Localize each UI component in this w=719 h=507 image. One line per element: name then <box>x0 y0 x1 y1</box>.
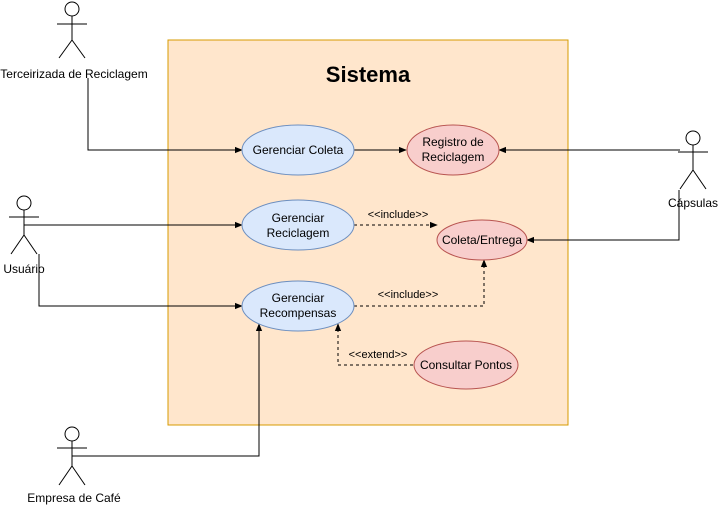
edge-extend-pontos-recompensas <box>334 323 413 366</box>
edge-usuario-gerenciar-recompensas <box>38 254 243 310</box>
edge-empresa-gerenciar-recompensas <box>72 323 263 457</box>
svg-text:Registro de: Registro de <box>422 135 484 149</box>
include-label-2: <<include>> <box>378 289 439 301</box>
svg-text:Reciclagem: Reciclagem <box>422 150 485 164</box>
actor-terceirizada[interactable] <box>57 1 87 59</box>
actor-capsulas[interactable] <box>678 130 708 190</box>
svg-text:Gerenciar: Gerenciar <box>272 211 325 225</box>
svg-text:Reciclagem: Reciclagem <box>267 226 330 240</box>
svg-text:Consultar Pontos: Consultar Pontos <box>420 358 512 372</box>
svg-text:Coleta/Entrega: Coleta/Entrega <box>442 233 522 247</box>
actor-empresa-cafe[interactable] <box>57 426 87 486</box>
usecase-registro-reciclagem[interactable]: Registro de Reciclagem <box>406 124 500 176</box>
actor-label-capsulas: Cápsulas <box>668 196 718 210</box>
edge-include-recompensas-coleta <box>354 259 488 307</box>
include-label-1: <<include>> <box>368 209 429 221</box>
usecase-gerenciar-recompensas[interactable]: Gerenciar Recompensas <box>241 280 355 332</box>
usecase-consultar-pontos[interactable]: Consultar Pontos <box>413 340 519 390</box>
usecase-coleta-entrega[interactable]: Coleta/Entrega <box>436 219 528 261</box>
usecase-gerenciar-reciclagem[interactable]: Gerenciar Reciclagem <box>241 199 355 251</box>
actor-label-usuario: Usuário <box>3 262 45 276</box>
actor-label-empresa-cafe: Empresa de Café <box>27 491 121 505</box>
svg-text:Gerenciar: Gerenciar <box>272 291 325 305</box>
system-title: Sistema <box>326 62 411 87</box>
actor-label-terceirizada: Terceirizada de Reciclagem <box>0 67 147 81</box>
svg-text:Gerenciar Coleta: Gerenciar Coleta <box>253 143 344 157</box>
edge-capsulas-coleta-entrega <box>526 190 680 244</box>
actor-usuario[interactable] <box>9 195 39 255</box>
svg-text:Recompensas: Recompensas <box>260 306 337 320</box>
usecase-gerenciar-coleta[interactable]: Gerenciar Coleta <box>241 124 355 176</box>
edge-terceirizada-gerenciar-coleta <box>87 78 243 154</box>
extend-label-1: <<extend>> <box>349 349 408 361</box>
